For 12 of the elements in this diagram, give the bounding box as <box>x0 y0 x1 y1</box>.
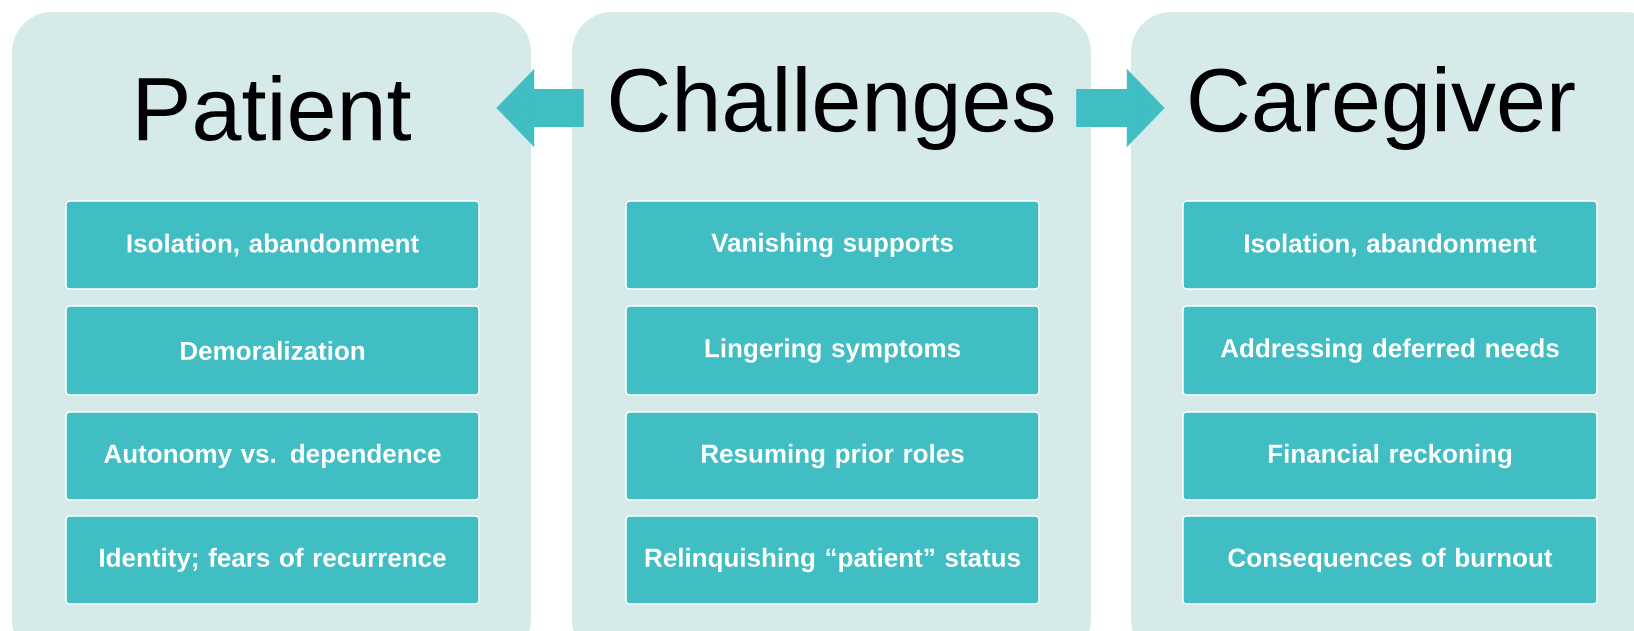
item-box: Relinquishing “patient” status <box>625 515 1040 605</box>
item-box: Financial reckoning <box>1182 411 1598 501</box>
item-box: Consequences of burnout <box>1182 515 1598 605</box>
item-box: Identity; fears of recurrence <box>65 515 480 605</box>
item-box: Demoralization <box>65 305 480 396</box>
item-box: Vanishing supports <box>625 200 1040 290</box>
item-box: Addressing deferred needs <box>1182 305 1598 396</box>
item-box: Resuming prior roles <box>625 411 1040 501</box>
item-box: Isolation, abandonment <box>1182 200 1598 290</box>
item-box: Lingering symptoms <box>625 305 1040 396</box>
item-box: Isolation, abandonment <box>65 200 480 290</box>
item-box: Autonomy vs. dependence <box>65 411 480 501</box>
